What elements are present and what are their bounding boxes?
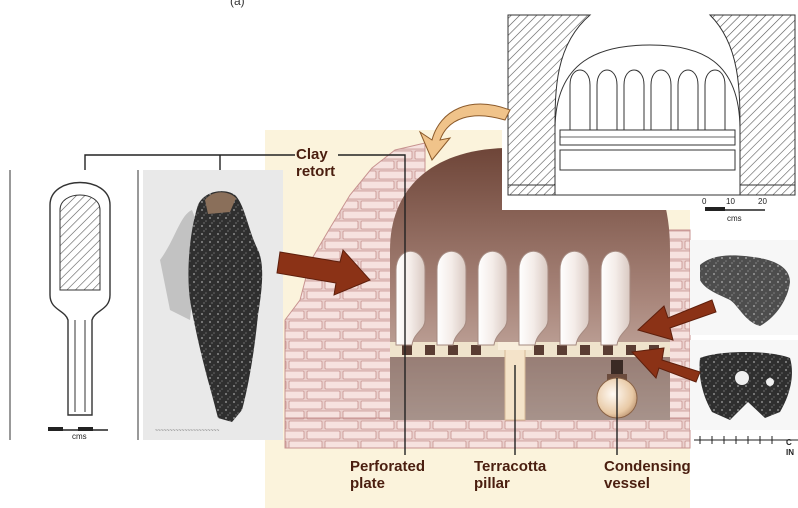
fragment-photo-bottom xyxy=(690,340,798,444)
scale-tick: 0 xyxy=(702,197,706,206)
label-terracotta-pillar: Terracotta pillar xyxy=(474,458,546,492)
label-perforated-plate: Perforated plate xyxy=(350,458,425,492)
svg-text:~~~~~~~~~~~~~~~~~~~~~~: ~~~~~~~~~~~~~~~~~~~~~~ xyxy=(155,428,219,434)
label-clay-retort: Clay retort xyxy=(296,146,335,180)
scale-unit-right-bottom: IN xyxy=(786,448,794,457)
scale-tick: 20 xyxy=(758,197,767,206)
retort-photo: ~~~~~~~~~~~~~~~~~~~~~~ xyxy=(143,170,283,440)
scale-unit-right-top: C xyxy=(786,438,792,447)
fragment-photo-top xyxy=(690,240,798,335)
cross-section-drawing xyxy=(502,0,798,211)
label-condensing-vessel: Condensing vessel xyxy=(604,458,691,492)
scale-unit-left: cms xyxy=(72,432,87,441)
retort-line-drawing xyxy=(0,170,140,440)
scale-unit: cms xyxy=(727,214,742,223)
scale-tick: 10 xyxy=(726,197,735,206)
